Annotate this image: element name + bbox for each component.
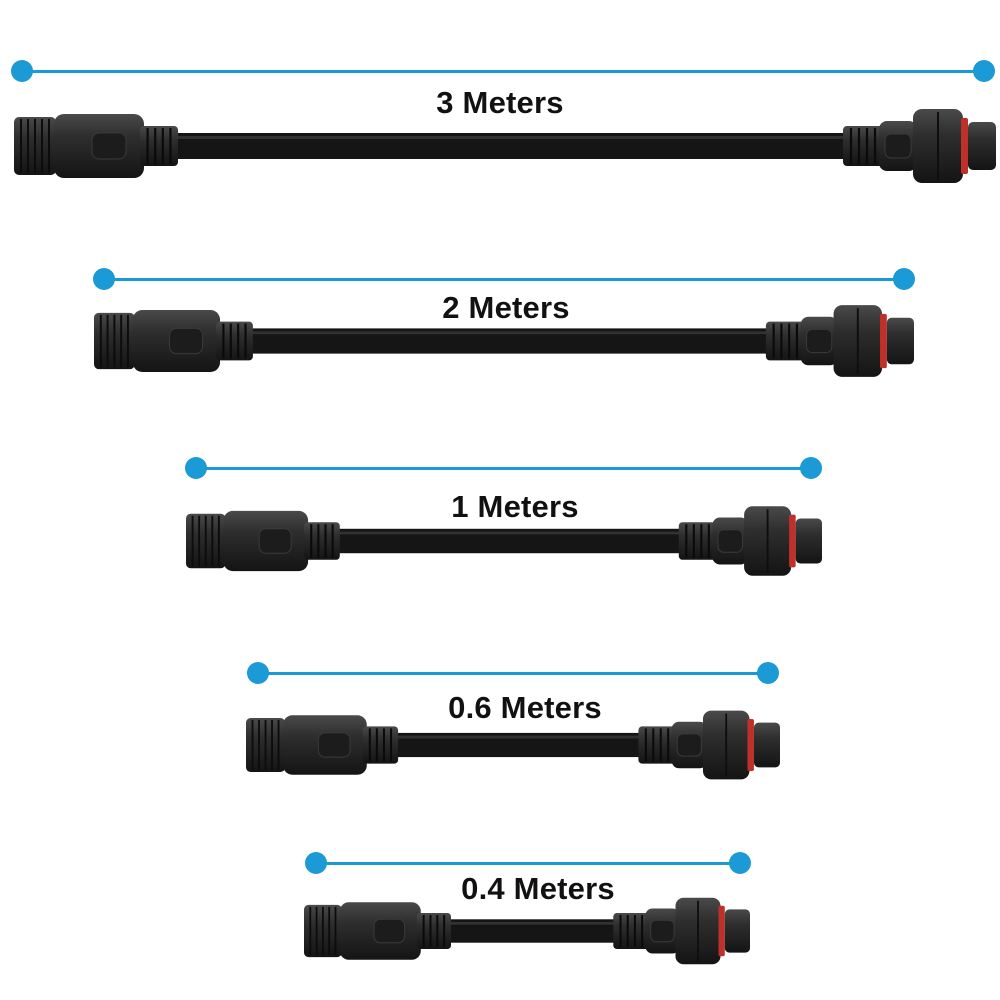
right-tip	[753, 722, 780, 768]
left-grip-pad	[258, 528, 292, 554]
seal-ring	[789, 514, 796, 568]
right-grip-pad	[676, 733, 702, 757]
length-label: 2 Meters	[442, 290, 570, 325]
left-strain-relief	[216, 321, 253, 361]
left-strain-relief	[304, 522, 340, 560]
right-strain-relief	[678, 522, 717, 560]
measure-line	[196, 467, 811, 470]
measure-end-dot	[729, 852, 751, 874]
measure-start-dot	[305, 852, 327, 874]
measure-start-dot	[11, 60, 33, 82]
right-tip	[886, 317, 914, 365]
left-strain-relief	[416, 913, 451, 949]
cable-jacket	[449, 919, 616, 943]
left-grip-pad	[373, 918, 406, 944]
right-strain-relief	[638, 726, 676, 764]
right-grip-pad	[884, 133, 912, 159]
measure-start-dot	[93, 268, 115, 290]
measure-start-dot	[247, 662, 269, 684]
measure-end-dot	[800, 457, 822, 479]
seal-ring	[880, 313, 887, 369]
measure-end-dot	[893, 268, 915, 290]
left-strain-relief	[362, 726, 399, 764]
seal-ring	[718, 905, 725, 957]
measure-end-dot	[973, 60, 995, 82]
length-label: 3 Meters	[436, 85, 564, 120]
right-tip	[968, 122, 996, 170]
right-strain-relief	[765, 321, 805, 361]
seal-ring	[747, 718, 754, 772]
left-strain-relief	[140, 126, 178, 166]
length-label: 0.6 Meters	[448, 690, 602, 725]
right-tip	[795, 518, 822, 564]
length-label: 0.4 Meters	[461, 871, 615, 906]
cable-row-1m: 1 Meters	[185, 457, 822, 576]
cable-image	[186, 506, 822, 576]
right-grip-pad	[650, 919, 675, 943]
left-grip-pad	[91, 132, 127, 160]
right-tip	[724, 909, 750, 953]
measure-line	[104, 278, 904, 281]
cable-row-3m: 3 Meters	[0, 0, 1000, 200]
seal-ring	[961, 118, 968, 174]
right-grip-pad	[806, 328, 833, 354]
measure-line	[258, 672, 768, 675]
cable-image	[246, 710, 780, 780]
cable-image	[14, 109, 996, 183]
length-label: 1 Meters	[451, 489, 579, 524]
left-grip-pad	[317, 732, 351, 758]
right-grip-pad	[717, 529, 743, 553]
measure-line	[316, 862, 740, 865]
cable-image	[94, 305, 914, 377]
right-strain-relief	[843, 126, 883, 166]
cable-row-0-6m: 0.6 Meters	[246, 662, 780, 780]
left-grip-pad	[169, 327, 204, 355]
measure-line	[22, 70, 984, 73]
cable-row-2m: 2 Meters	[0, 0, 1000, 400]
measure-end-dot	[757, 662, 779, 684]
right-strain-relief	[613, 913, 650, 949]
measure-start-dot	[185, 457, 207, 479]
